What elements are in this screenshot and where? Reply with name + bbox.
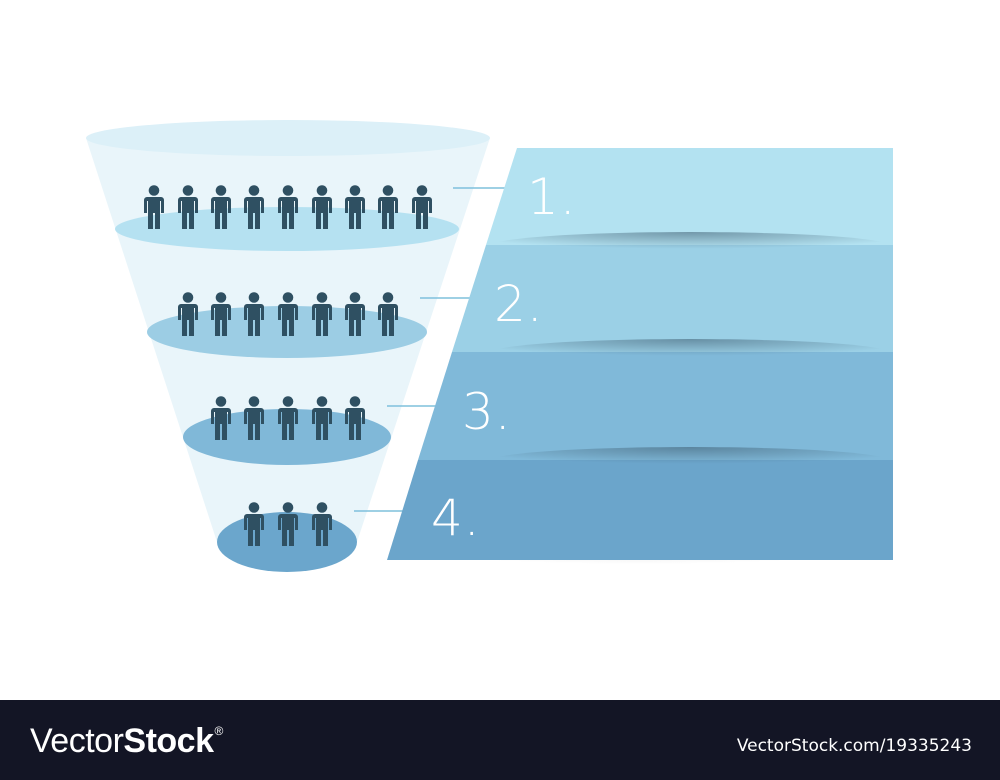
level-1-panel	[486, 148, 893, 245]
level-2-panel	[452, 245, 893, 352]
image-id: VectorStock.com/19335243	[736, 736, 972, 756]
level-3-panel	[418, 352, 893, 460]
funnel-graphic	[86, 120, 893, 584]
level-2-number: 2.	[494, 275, 544, 333]
level-4-number: 4.	[431, 489, 481, 547]
brand-logo-bold: Stock	[123, 722, 214, 760]
level-1-number: 1.	[527, 168, 577, 226]
funnel-diagram: 1. 2. 3. 4.	[86, 120, 893, 584]
level-3-number: 3.	[462, 383, 512, 441]
watermark-footer: VectorStock® VectorStock.com/19335243	[0, 700, 1000, 780]
level-4-panel	[387, 460, 893, 560]
connector-lines	[354, 187, 506, 512]
brand-logo: VectorStock®	[30, 722, 223, 761]
brand-logo-light: Vector	[30, 722, 124, 760]
level-1-disc	[115, 207, 459, 251]
registered-mark: ®	[214, 724, 223, 738]
